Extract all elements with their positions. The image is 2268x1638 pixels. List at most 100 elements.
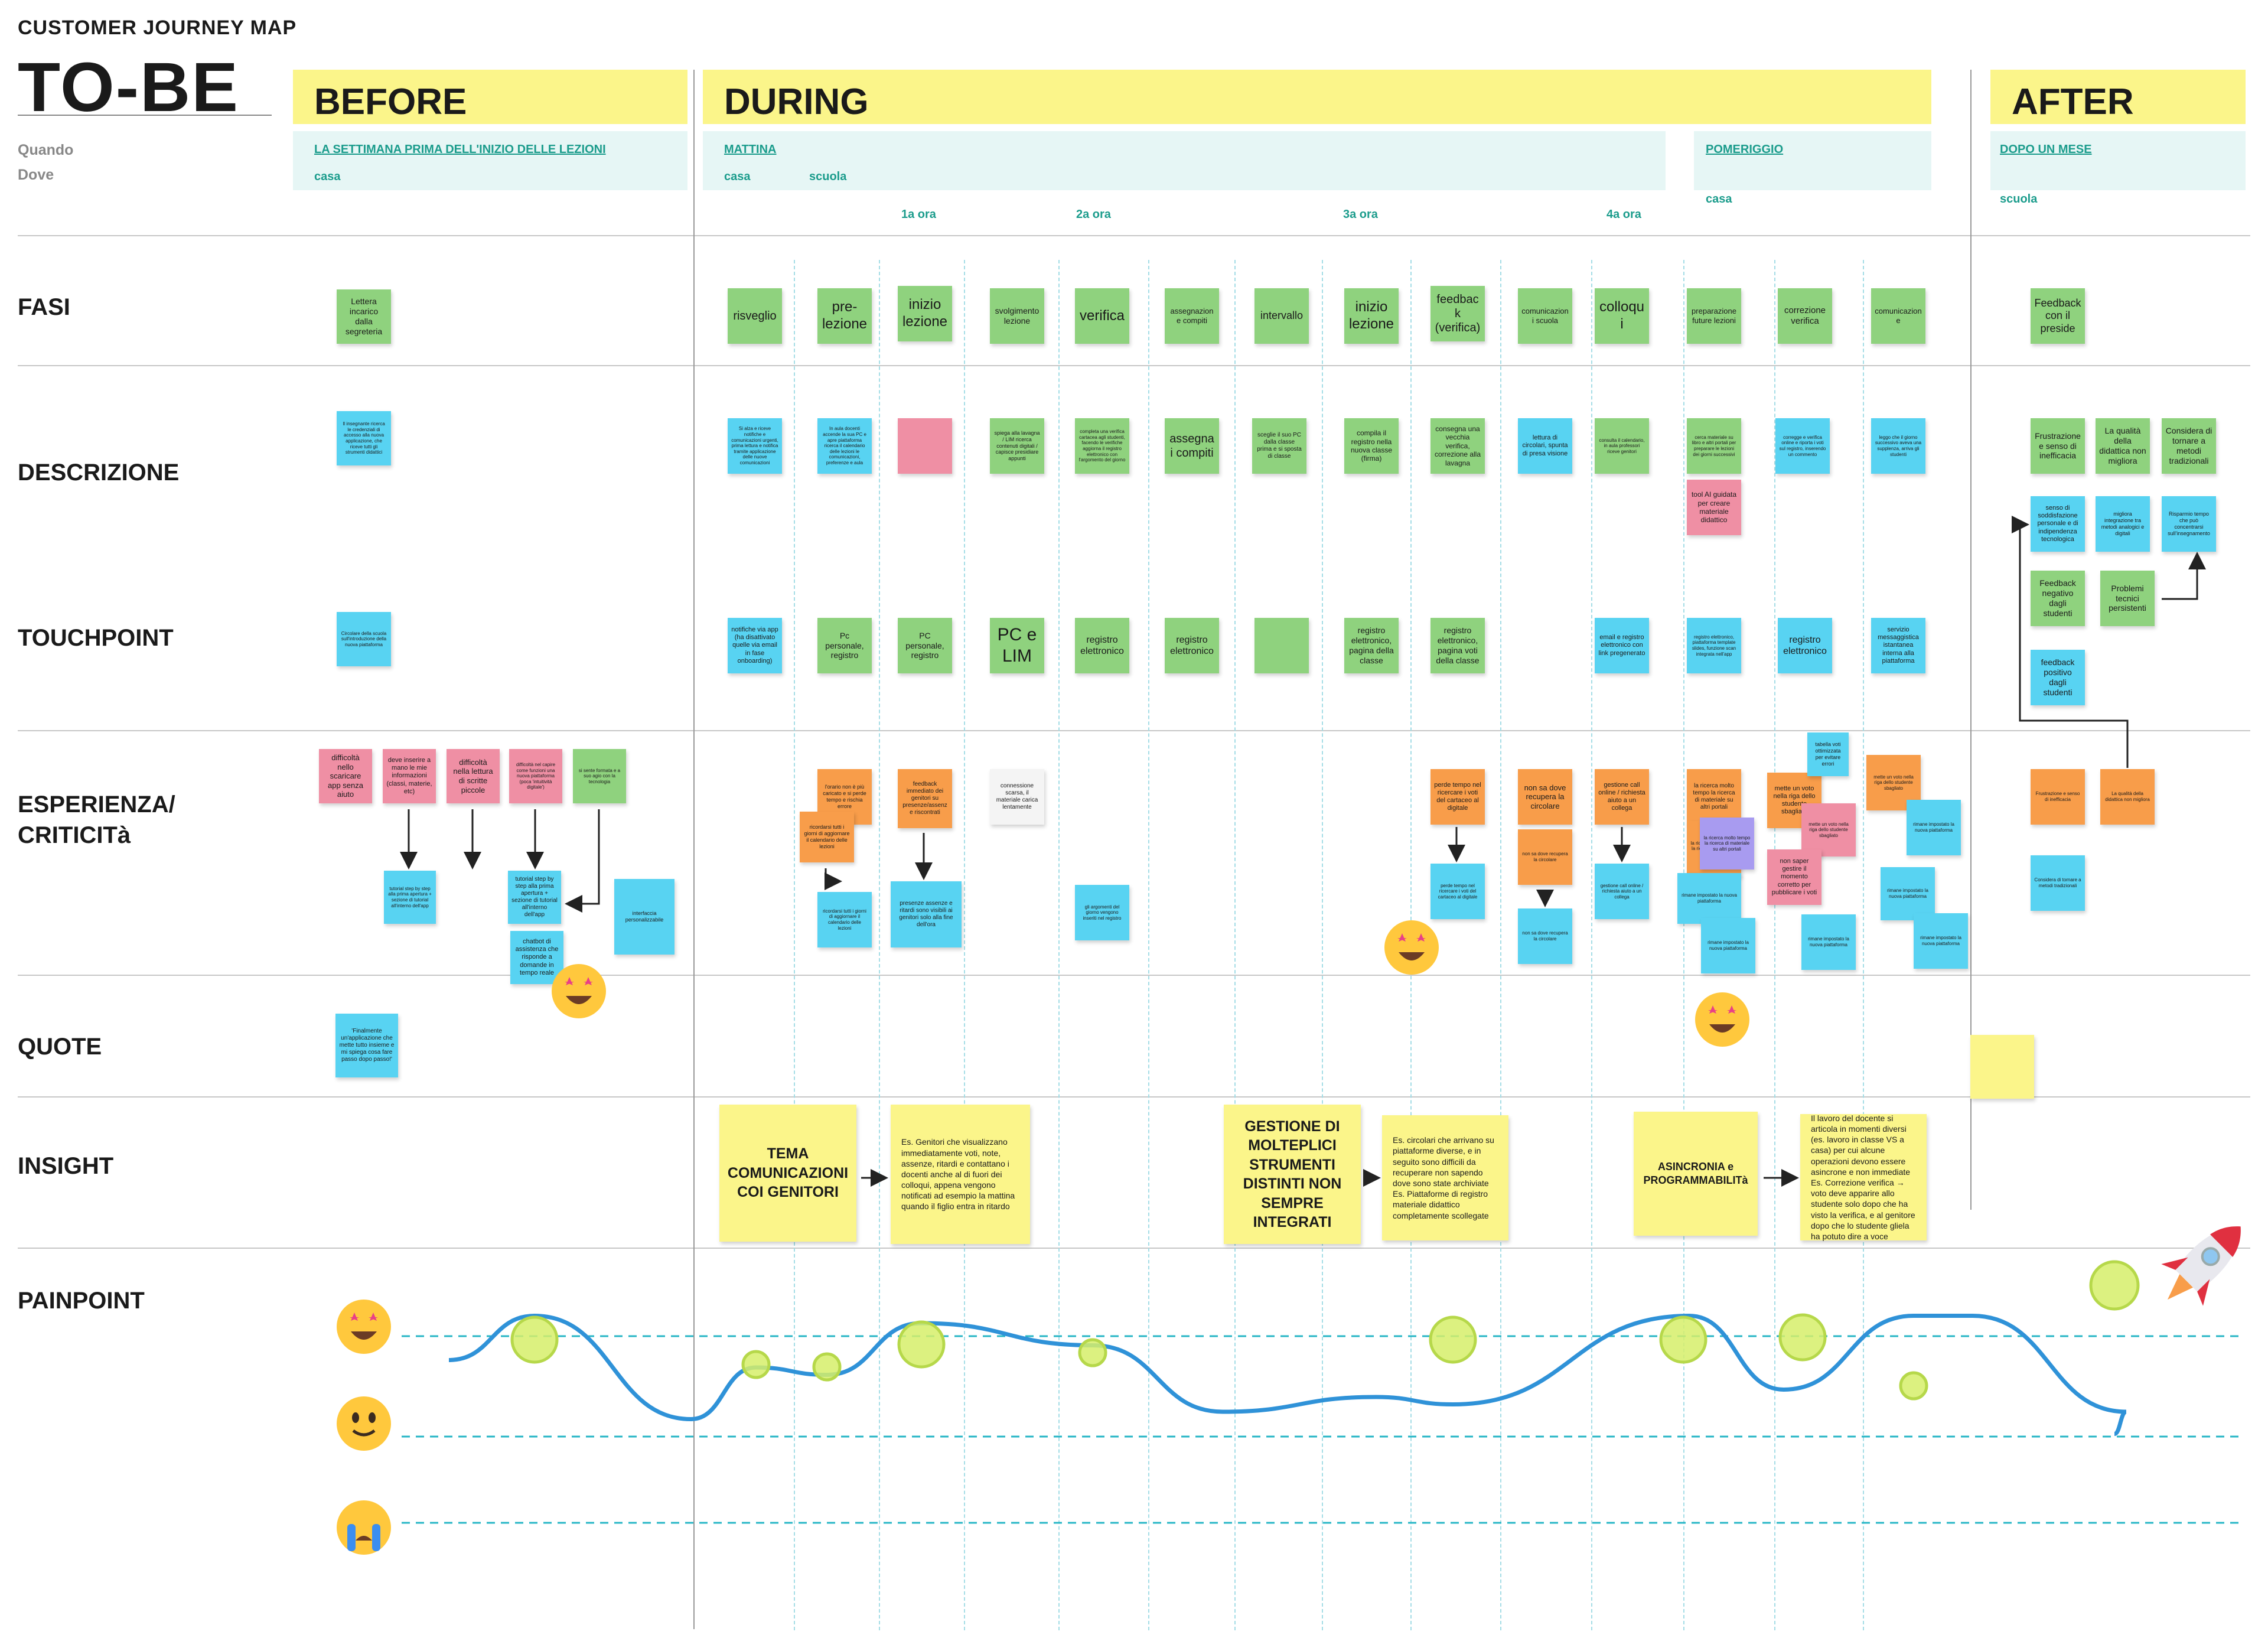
touchpoint-note: registro elettronico: [1778, 618, 1832, 673]
insight-detail: Es. Genitori che visualizzano immediatam…: [891, 1105, 1030, 1244]
before-subhead: LA SETTIMANA PRIMA DELL'INIZIO DELLE LEZ…: [293, 131, 687, 190]
painpoint-dot: [1078, 1338, 1107, 1367]
esperienza-note: rimane impostato la nuova piattaforma: [1914, 913, 1968, 969]
esperienza-note: rimane impostato la nuova piattaforma: [1881, 867, 1935, 920]
during-where-afternoon: casa: [1706, 193, 1732, 206]
rocket-icon: [2144, 1205, 2262, 1326]
fase-note: risveglio: [728, 288, 782, 344]
esperienza-note: tabella voti ottimizzata per evitare err…: [1807, 732, 1849, 776]
descrizione-note: Feedback negativo dagli studenti: [2031, 571, 2085, 626]
esperienza-note: perde tempo nel ricercare i voti del car…: [1430, 769, 1485, 825]
touchpoint-note: registro elettronico, piattaforma templa…: [1687, 618, 1741, 673]
column-guide: [1322, 260, 1323, 1630]
row-separator: [18, 730, 2250, 731]
empty-quote-note: [1970, 1035, 2034, 1099]
row-label-painpoint: PAINPOINT: [18, 1288, 145, 1314]
column-guide: [794, 260, 795, 1630]
during-where-home: casa: [724, 170, 751, 183]
row-label-quote: QUOTE: [18, 1034, 102, 1060]
column-guide: [1234, 260, 1236, 1630]
row-label-esperienza: ESPERIENZA/: [18, 792, 175, 818]
row-separator: [18, 1248, 2250, 1249]
row-label-criticita: CRITICITà: [18, 822, 131, 848]
esperienza-note: ricordarsi tutti i giorni di aggiornare …: [800, 812, 854, 862]
after-when: DOPO UN MESE: [2000, 143, 2092, 156]
emoji-crying-icon: [334, 1498, 393, 1560]
insight-topic: GESTIONE DI MOLTEPLICI STRUMENTI DISTINT…: [1224, 1105, 1361, 1244]
descrizione-note: compila il registro nella nuova classe (…: [1344, 418, 1399, 474]
esperienza-note: la ricerca molto tempo la ricerca di mat…: [1700, 818, 1754, 870]
fase-note: verifica: [1075, 288, 1129, 344]
fase-note: preparazione future lezioni: [1687, 288, 1741, 344]
descrizione-note: assegna i compiti: [1165, 418, 1219, 474]
esperienza-note: chatbot di assistenza che risponde a dom…: [510, 931, 563, 984]
descrizione-note: cerca materiale su libro e altri portali…: [1687, 418, 1741, 474]
esperienza-note: tutorial step by step alla prima apertur…: [508, 871, 561, 924]
section-divider: [1970, 70, 1972, 1210]
touchpoint-note: notifiche via app (ha disattivato quelle…: [728, 618, 782, 673]
esperienza-note: mette un voto nella riga dello studente …: [1866, 755, 1921, 810]
painpoint-dot: [1778, 1313, 1827, 1362]
meta-where: Dove: [18, 167, 54, 183]
painpoint-dot: [1429, 1315, 1477, 1364]
after-subhead: DOPO UN MESE: [1990, 131, 2246, 190]
touchpoint-note: registro elettronico: [1075, 618, 1129, 673]
fase-note: Lettera incarico dalla segreteria: [337, 289, 391, 344]
touchpoint-note: email e registro elettronico con link pr…: [1595, 618, 1649, 673]
painpoint-dot: [1659, 1315, 1707, 1364]
fase-note: svolgimento lezione: [990, 288, 1044, 344]
esperienza-note: rimane impostato la nuova piattaforma: [1907, 800, 1961, 855]
phase-before: BEFORE: [293, 70, 687, 124]
descrizione-note: In aula docenti accende la sua PC e apre…: [817, 418, 872, 474]
esperienza-note: presenze assenze e ritardi sono visibili…: [891, 881, 962, 947]
hour-2: 2a ora: [1076, 208, 1111, 221]
descrizione-note: senso di soddisfazione personale e di in…: [2031, 496, 2085, 552]
insight-detail: Es. circolari che arrivano su piattaform…: [1382, 1115, 1508, 1240]
column-guide: [1591, 260, 1592, 1630]
fase-note: correzione verifica: [1778, 288, 1832, 344]
section-divider: [693, 70, 695, 1629]
row-label-insight: INSIGHT: [18, 1153, 114, 1179]
insight-topic: TEMA COMUNICAZIONI COI GENITORI: [719, 1105, 856, 1242]
touchpoint-note: registro elettronico, pagina voti della …: [1430, 618, 1485, 673]
insight-detail: Il lavoro del docente si articola in mom…: [1800, 1113, 1927, 1241]
esperienza-note: difficoltà nella lettura di scritte picc…: [447, 749, 500, 803]
esperienza-note: Frustrazione e senso di inefficacia: [2031, 769, 2085, 825]
esperienza-note: non sa dove recupera la circolare: [1518, 769, 1572, 825]
emoji-star-struck-icon: [1693, 990, 1752, 1052]
fase-note: feedback (verifica): [1430, 286, 1485, 341]
touchpoint-note: [1254, 618, 1309, 673]
painpoint-curve: [448, 1313, 2127, 1436]
fase-note: inizio lezione: [1344, 288, 1399, 344]
descrizione-note: tool AI guidata per creare materiale did…: [1687, 480, 1741, 535]
descrizione-note: [898, 418, 952, 474]
fase-note: assegnazione compiti: [1165, 288, 1219, 344]
esperienza-note: non sa dove recupera la circolare: [1518, 908, 1572, 964]
descrizione-note: spiega alla lavagna / LIM ricerca conten…: [990, 418, 1044, 474]
touchpoint-note: servizio messaggistica istantanea intern…: [1871, 618, 1925, 673]
descrizione-note: Problemi tecnici persistenti: [2100, 571, 2155, 626]
descrizione-note: migliora integrazione tra metodi analogi…: [2096, 496, 2150, 552]
esperienza-note: si sente formata e a suo agio con la tec…: [573, 749, 626, 803]
emoji-star-struck-icon: [1382, 918, 1441, 980]
esperienza-note: rimane impostato la nuova piattaforma: [1801, 914, 1856, 970]
esperienza-note: tutorial step by step alla prima apertur…: [384, 871, 436, 924]
touchpoint-note: Circolare della scuola sull'introduzione…: [337, 612, 391, 666]
fase-note: colloqui: [1595, 288, 1649, 344]
quote-note: 'Finalmente un'applicazione che mette tu…: [335, 1014, 398, 1077]
row-label-descrizione: DESCRIZIONE: [18, 460, 180, 486]
descrizione-note: Si alza e riceve notifiche e comunicazio…: [728, 418, 782, 474]
column-guide: [1058, 260, 1060, 1630]
esperienza-note: rimane impostato la nuova piattaforma: [1677, 873, 1741, 924]
descrizione-note: Considera di tornare a metodi tradiziona…: [2162, 418, 2216, 474]
esperienza-note: rimane impostato la nuova piattaforma: [1701, 918, 1755, 973]
descrizione-note: sceglie il suo PC dalla classe prima e s…: [1252, 418, 1306, 474]
row-separator: [18, 235, 2250, 236]
esperienza-note: gestione call online / richiesta aiuto a…: [1595, 769, 1649, 825]
row-separator: [18, 975, 2250, 976]
descrizione-note: Il insegnante ricerca le credenziali di …: [337, 411, 391, 465]
meta-when: Quando: [18, 142, 74, 158]
map-kicker: CUSTOMER JOURNEY MAP: [18, 17, 297, 39]
touchpoint-note: PC e LIM: [990, 618, 1044, 673]
